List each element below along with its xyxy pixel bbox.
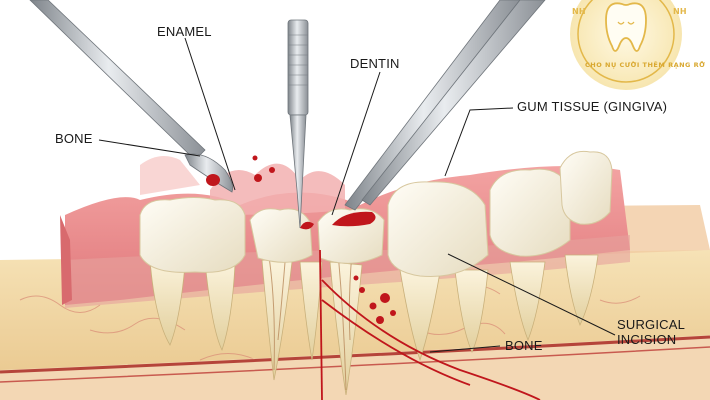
label-enamel: ENAMEL	[157, 24, 212, 39]
surgical-incision-line	[319, 249, 541, 400]
molar-center	[387, 181, 489, 278]
molar-right-2	[559, 150, 613, 225]
label-bone-left: BONE	[55, 131, 93, 146]
label-gum-tissue: GUM TISSUE (GINGIVA)	[517, 99, 668, 114]
molar-left	[139, 197, 246, 273]
logo-text-left: NH	[572, 7, 586, 16]
label-bone-lower: BONE	[505, 338, 543, 353]
molar-right-1	[489, 168, 571, 257]
tooth-logo-icon	[605, 2, 647, 52]
blood-drops	[206, 155, 396, 324]
instrument-center	[287, 19, 309, 229]
incisor-1	[249, 208, 313, 263]
logo-text-right: NH	[673, 7, 687, 16]
clinic-logo	[570, 0, 682, 90]
label-surgical-incision: SURGICAL INCISION	[617, 317, 686, 347]
instrument-left	[29, 0, 234, 193]
leader-lines	[98, 37, 616, 353]
instrument-right	[344, 0, 546, 211]
tooth-crowns	[139, 150, 613, 278]
label-dentin: DENTIN	[350, 56, 400, 71]
logo-arc-text: CHO NỤ CƯỜI THÊM RẠNG RỠ	[585, 61, 706, 69]
